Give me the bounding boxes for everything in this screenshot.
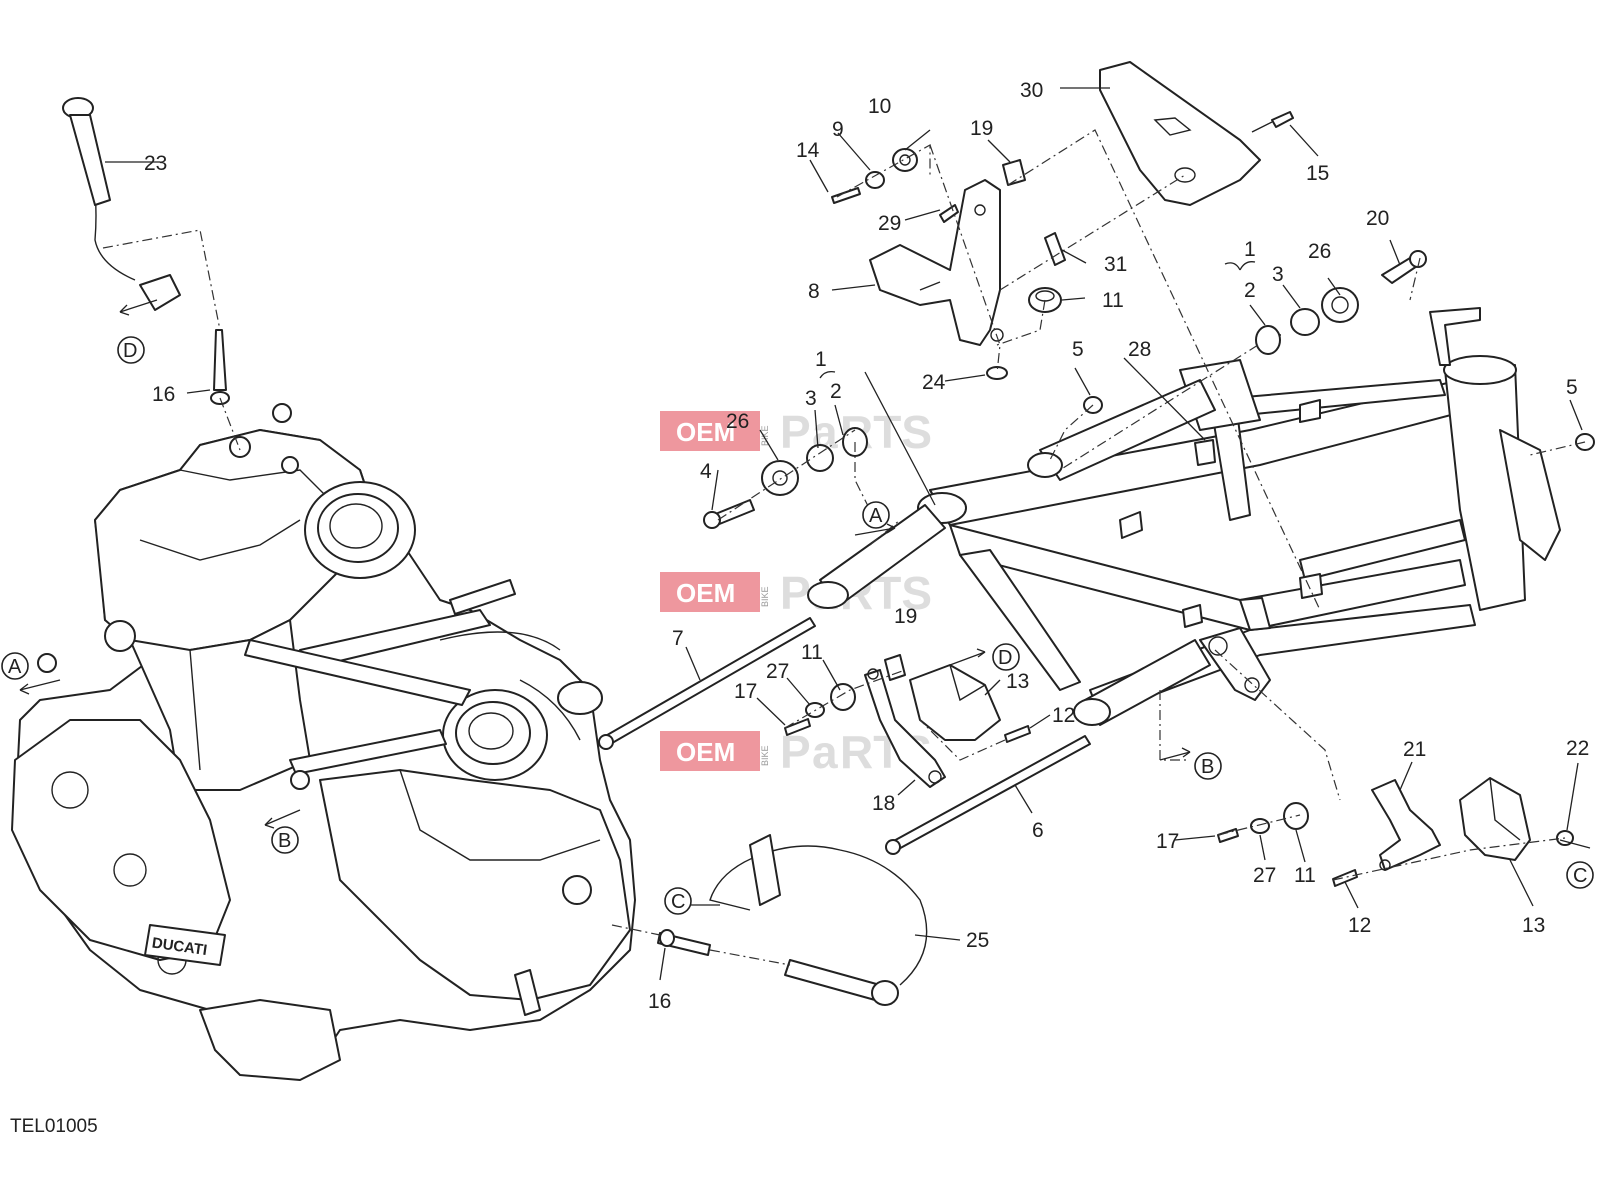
callout-13-right: 13	[1522, 914, 1545, 937]
callout-8: 8	[808, 280, 820, 303]
svg-text:B: B	[1201, 756, 1214, 778]
callout-26-mid: 26	[726, 410, 749, 433]
watermark-middle: OEM BIKE P a RTS	[660, 567, 932, 619]
callout-2-upper: 2	[1244, 279, 1256, 302]
callout-11-right: 11	[1294, 864, 1316, 887]
callout-25: 25	[966, 929, 989, 952]
ref-d-top: D	[117, 336, 145, 364]
callout-24: 24	[922, 371, 946, 394]
callout-5-upper: 5	[1072, 338, 1084, 361]
callout-18: 18	[872, 792, 895, 815]
svg-text:D: D	[123, 340, 137, 362]
spark-plug-bottom	[657, 929, 711, 956]
callout-3-mid: 3	[805, 387, 817, 410]
callout-20: 20	[1366, 207, 1389, 230]
svg-text:A: A	[869, 505, 883, 527]
callout-1-upper: 1	[1244, 238, 1256, 261]
svg-text:BIKE: BIKE	[760, 745, 770, 766]
drawing-code: TEL01005	[10, 1116, 98, 1137]
spark-plug-cable-25	[709, 834, 928, 1006]
spark-plug-top	[210, 329, 230, 405]
callout-10: 10	[868, 95, 891, 118]
svg-text:B: B	[278, 830, 291, 852]
callout-13-mid: 13	[1006, 670, 1029, 693]
ref-c-coil: C	[1566, 861, 1594, 889]
callout-19-upper: 19	[970, 117, 993, 140]
callout-21: 21	[1403, 738, 1426, 761]
ref-a-left: A	[1, 652, 29, 680]
svg-text:A: A	[8, 656, 22, 678]
callout-27-right: 27	[1253, 864, 1276, 887]
svg-text:a: a	[812, 726, 838, 778]
callout-28: 28	[1128, 338, 1151, 361]
svg-text:P: P	[780, 726, 811, 778]
callout-16-lower: 16	[648, 990, 671, 1013]
watermark-top: OEM BIKE P a RTS	[660, 406, 932, 458]
part-30-cover	[1099, 61, 1261, 206]
callout-12-mid: 12	[1052, 704, 1075, 727]
callout-12-right: 12	[1348, 914, 1371, 937]
callout-17-mid: 17	[734, 680, 757, 703]
svg-text:BIKE: BIKE	[760, 425, 770, 446]
ref-a-frame: A	[862, 501, 890, 529]
callout-5-right: 5	[1566, 376, 1578, 399]
callout-9: 9	[832, 118, 844, 141]
svg-text:OEM: OEM	[676, 417, 735, 447]
callout-17-right: 17	[1156, 830, 1179, 853]
callout-4: 4	[700, 460, 712, 483]
callout-11-mid: 11	[801, 641, 823, 664]
part-8-bracket	[869, 179, 1001, 346]
spark-plug-cable-23	[62, 97, 181, 311]
trellis-frame	[807, 307, 1561, 726]
svg-text:C: C	[671, 891, 685, 913]
ref-b-engine: B	[271, 826, 299, 854]
svg-text:P: P	[780, 406, 811, 458]
callout-26-upper: 26	[1308, 240, 1331, 263]
callout-11-upper: 11	[1102, 289, 1124, 312]
svg-text:OEM: OEM	[676, 737, 735, 767]
callout-7: 7	[672, 627, 684, 650]
svg-text:BIKE: BIKE	[760, 586, 770, 607]
callout-1-mid: 1	[815, 348, 827, 371]
ref-c-cable: C	[664, 887, 692, 915]
callout-2-mid: 2	[830, 380, 842, 403]
callout-16-upper: 16	[152, 383, 175, 406]
callout-27-mid: 27	[766, 660, 789, 683]
callout-31: 31	[1104, 253, 1127, 276]
engine-assembly: DUCATI	[11, 403, 636, 1081]
ref-d-coil: D	[992, 643, 1020, 671]
callout-6: 6	[1032, 819, 1044, 842]
callout-19-mid: 19	[894, 605, 917, 628]
callout-3-upper: 3	[1272, 263, 1284, 286]
callout-numbers: 30 15 20 26 1 3 2 28 5 5 10 9 14 19 29 3…	[144, 79, 1589, 1013]
callout-30: 30	[1020, 79, 1043, 102]
reference-arrows	[19, 299, 1591, 906]
svg-text:P: P	[780, 567, 811, 619]
part-21-bracket	[1371, 779, 1441, 871]
callout-22: 22	[1566, 737, 1589, 760]
svg-text:OEM: OEM	[676, 578, 735, 608]
leader-lines	[105, 87, 1583, 981]
callout-29: 29	[878, 212, 901, 235]
callout-14: 14	[796, 139, 820, 162]
ref-b-frame: B	[1194, 752, 1222, 780]
svg-text:D: D	[998, 647, 1012, 669]
callout-23: 23	[144, 152, 167, 175]
svg-text:C: C	[1573, 865, 1587, 887]
callout-15: 15	[1306, 162, 1329, 185]
